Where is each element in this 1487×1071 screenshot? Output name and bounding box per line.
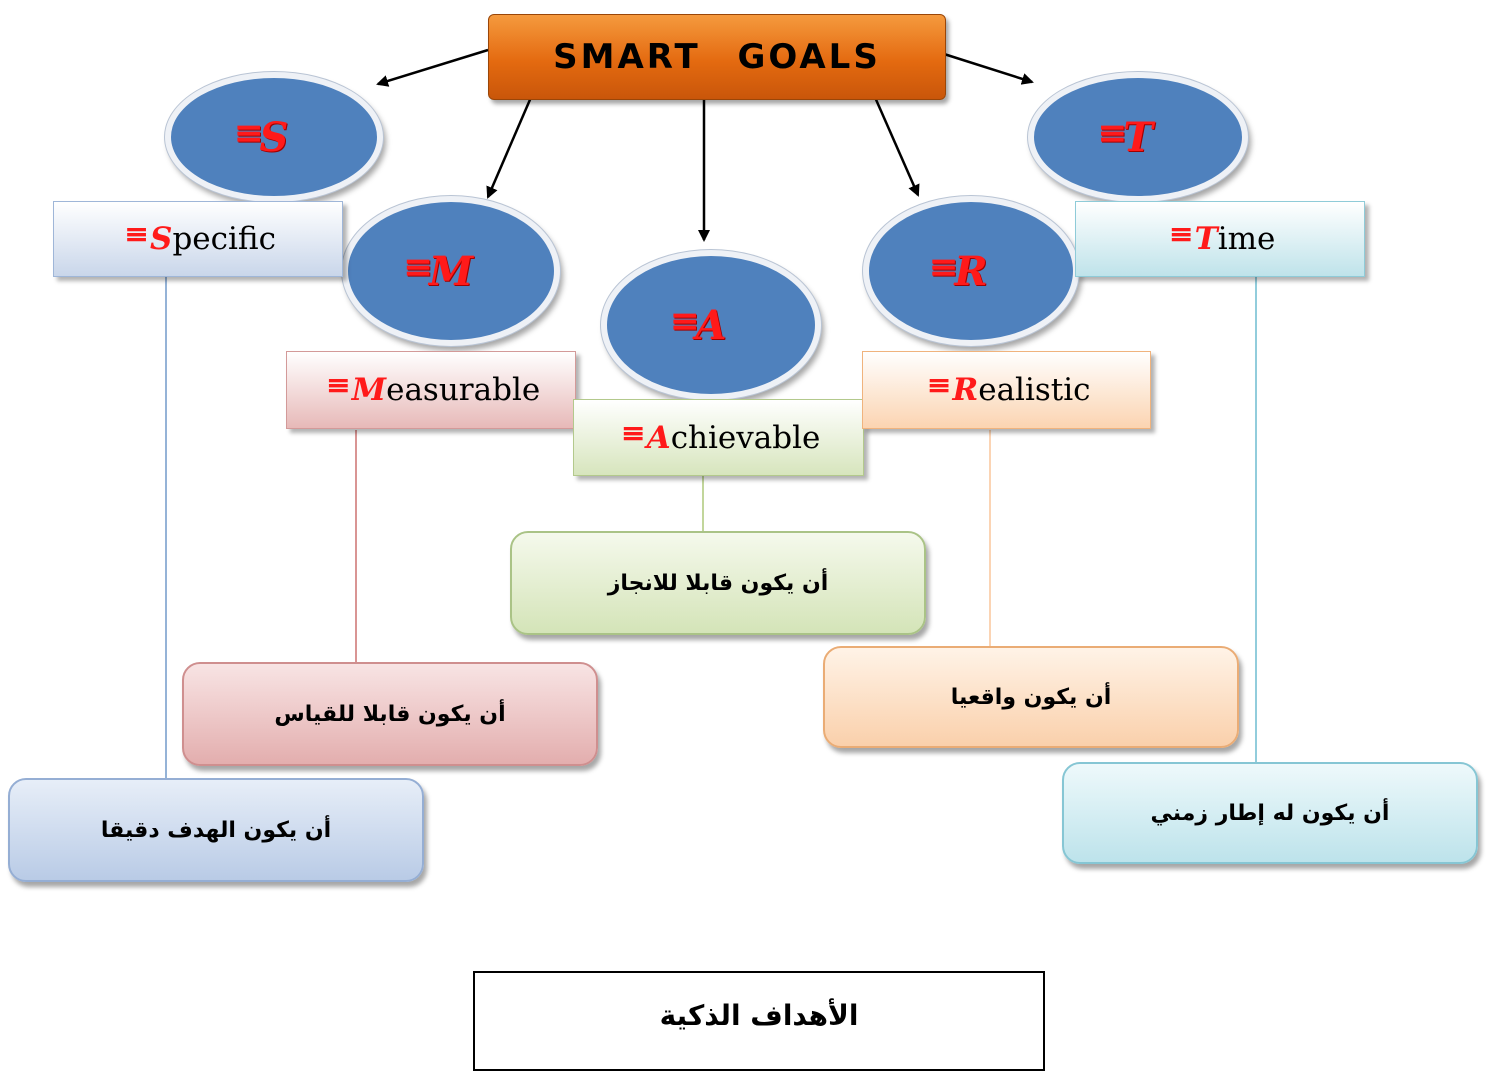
smart-goals-title: SMART GOALS: [553, 37, 881, 77]
desc-specific: أن يكون الهدف دقيقا: [8, 778, 424, 882]
desc-achievable: أن يكون قابلا للانجاز: [510, 531, 926, 635]
word-realistic-letter: R: [927, 368, 979, 408]
desc-time: أن يكون له إطار زمني: [1062, 762, 1478, 864]
arrow-to-m: [486, 94, 534, 199]
circle-t: T: [1028, 72, 1248, 202]
desc-realistic: أن يكون واقعيا: [823, 646, 1239, 748]
word-realistic-rest: ealistic: [978, 372, 1091, 408]
circle-s: S: [165, 72, 383, 202]
desc-measurable: أن يكون قابلا للقياس: [182, 662, 598, 766]
word-time-rest: ime: [1217, 221, 1276, 257]
footer-caption: الأهداف الذكية: [659, 999, 859, 1032]
arrow-to-r: [872, 94, 920, 197]
word-specific-rest: pecific: [172, 221, 276, 257]
circle-a: A: [601, 250, 821, 400]
arrow-to-s: [376, 48, 489, 87]
circle-r: R: [863, 196, 1079, 346]
word-measurable-rest: easurable: [386, 372, 541, 408]
letter-t-badge: T: [1097, 112, 1153, 161]
smart-goals-title-box: SMART GOALS: [488, 14, 946, 100]
letter-s-badge: S: [234, 112, 289, 161]
word-specific-letter: S: [124, 217, 173, 257]
footer-caption-box: الأهداف الذكية: [473, 971, 1045, 1071]
letter-r-badge: R: [928, 246, 987, 295]
letter-m-badge: M: [403, 246, 473, 295]
letter-a-badge: A: [669, 300, 726, 349]
word-achievable-rest: chievable: [670, 419, 821, 456]
word-measurable-letter: M: [326, 368, 387, 408]
arrow-to-t: [943, 52, 1034, 85]
word-achievable-letter: A: [621, 416, 671, 456]
circle-m: M: [342, 196, 560, 346]
word-time-letter: T: [1169, 217, 1218, 257]
